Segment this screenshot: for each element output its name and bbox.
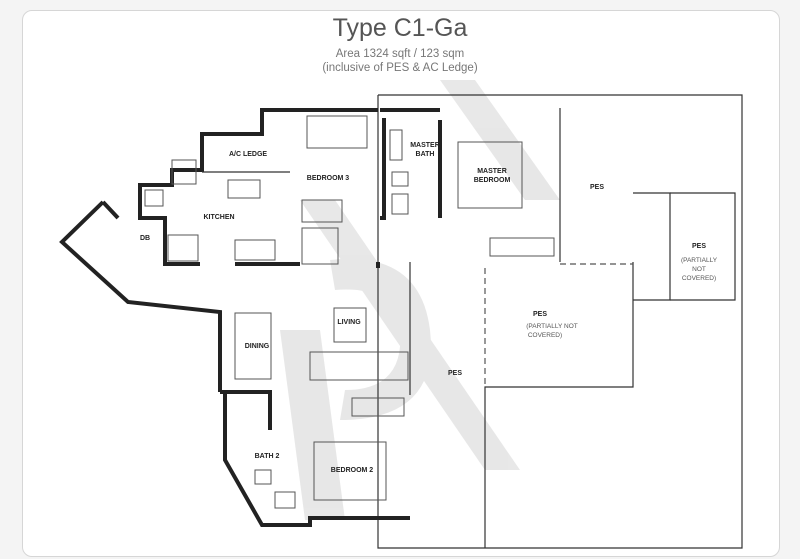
label-master-bedroom-1: MASTER: [477, 168, 507, 175]
label-bedroom3: BEDROOM 3: [307, 175, 350, 182]
kitchen-walls: [138, 108, 300, 266]
stove: [234, 239, 276, 261]
fridge: [167, 234, 199, 262]
bedroom3-storage: [301, 227, 339, 265]
master-wardrobe: [489, 237, 555, 257]
west-bay-wall: [59, 200, 222, 392]
label-pes-center: PES: [533, 311, 547, 318]
master-bath-wall: [380, 118, 386, 220]
shower: [389, 129, 403, 161]
pes-right-note-1: (PARTIALLY: [681, 257, 718, 264]
pes-center-note-2: COVERED): [528, 332, 562, 339]
floorplan-card: [22, 10, 780, 557]
label-bedroom2: BEDROOM 2: [331, 467, 374, 474]
washer: [144, 189, 164, 207]
pes-center-boundary: [484, 262, 634, 548]
pes-right-note-2: NOT: [692, 266, 706, 273]
pes-right-connector: [633, 192, 671, 301]
ac-unit: [171, 159, 197, 185]
label-pes-bottom: PES: [448, 370, 462, 377]
bedroom3-bed: [306, 115, 368, 149]
pes-right-box: [670, 192, 736, 301]
label-master-bedroom-2: BEDROOM: [474, 177, 511, 184]
bath2-toilet: [254, 469, 272, 485]
db-wall: [101, 200, 120, 220]
plan-note: (inclusive of PES & AC Ledge): [322, 62, 478, 74]
sofa: [309, 351, 409, 381]
dining-table: [234, 312, 272, 380]
label-kitchen: KITCHEN: [203, 214, 234, 221]
label-living: LIVING: [337, 319, 361, 326]
label-dining: DINING: [245, 343, 270, 350]
master-bed: [457, 141, 523, 209]
label-pes-right: PES: [692, 243, 706, 250]
label-pes-top: PES: [590, 184, 604, 191]
label-db: DB: [140, 235, 150, 242]
label-bath2: BATH 2: [255, 453, 280, 460]
toilet: [391, 171, 409, 187]
kitchen-sink: [227, 179, 261, 199]
bedroom2-wardrobe: [351, 397, 405, 417]
pes-right-note-3: COVERED): [682, 275, 716, 282]
bedroom3-wardrobe: [301, 199, 343, 223]
bedroom2-walls: [225, 390, 272, 430]
bath2-basin: [274, 491, 296, 509]
living-table: [333, 307, 367, 343]
pes-center-note-1: (PARTIALLY NOT: [526, 323, 578, 330]
plan-area: Area 1324 sqft / 123 sqm: [335, 48, 465, 60]
bedroom2-bed: [313, 441, 387, 501]
label-master-bath-2: BATH: [416, 151, 435, 158]
plan-title: Type C1-Ga: [332, 14, 468, 42]
basin: [391, 193, 409, 215]
pes-boundary: [377, 94, 743, 549]
label-ac-ledge: A/C LEDGE: [229, 151, 267, 158]
label-master-bath-1: MASTER: [410, 142, 440, 149]
